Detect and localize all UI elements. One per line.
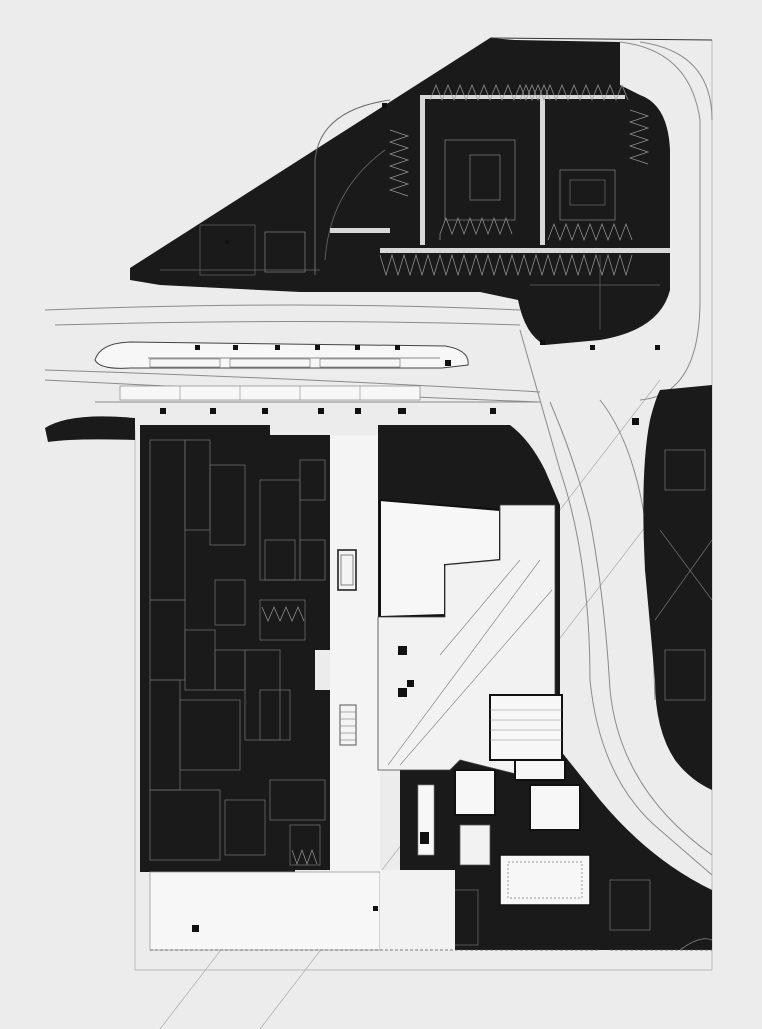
entry-bay bbox=[459, 824, 491, 866]
column bbox=[398, 646, 407, 655]
parking-lane bbox=[540, 95, 545, 245]
column bbox=[407, 680, 414, 687]
island-bay bbox=[229, 358, 311, 368]
escalator-steps bbox=[340, 711, 356, 741]
hall-small bbox=[514, 759, 566, 781]
platform-strip bbox=[119, 385, 421, 401]
bus-island bbox=[94, 341, 469, 369]
island-bay bbox=[149, 358, 221, 368]
west-block-stairs bbox=[261, 606, 318, 866]
lower-plaza bbox=[149, 871, 381, 951]
escalator bbox=[337, 549, 357, 591]
column bbox=[398, 688, 407, 697]
hall-small bbox=[499, 854, 591, 906]
parking-core bbox=[559, 169, 616, 221]
site-boundary bbox=[489, 37, 713, 41]
entry-bay bbox=[452, 889, 479, 946]
east-block-interior bbox=[609, 449, 713, 931]
hall-upper bbox=[489, 694, 563, 761]
east-block-lower bbox=[600, 800, 712, 950]
west-block bbox=[140, 425, 330, 872]
column bbox=[373, 906, 378, 911]
parking-core bbox=[444, 139, 516, 221]
central-concourse bbox=[330, 435, 380, 875]
column bbox=[192, 925, 199, 932]
plaza-strip bbox=[380, 870, 455, 950]
hall-upper-stairs bbox=[490, 709, 562, 741]
platform-dividers bbox=[179, 386, 361, 400]
parking-lane bbox=[330, 228, 390, 233]
escalator bbox=[339, 704, 357, 746]
plaza-strip bbox=[417, 784, 435, 856]
column bbox=[420, 832, 429, 844]
hall-small bbox=[529, 784, 581, 831]
parking-core bbox=[569, 179, 606, 206]
north-block-curve bbox=[324, 149, 386, 261]
street-markers bbox=[160, 103, 660, 425]
hall-small-inner bbox=[507, 861, 583, 899]
west-block-interior bbox=[149, 439, 326, 866]
parking-core bbox=[264, 231, 306, 273]
west-curved-building bbox=[45, 416, 135, 442]
diagonal-lines bbox=[387, 559, 553, 766]
parking-stall-markings bbox=[379, 84, 650, 277]
parking-core bbox=[199, 224, 256, 276]
road-lines bbox=[44, 41, 713, 876]
east-arc bbox=[679, 938, 713, 951]
parking-lane bbox=[380, 248, 670, 253]
island-bay bbox=[319, 358, 401, 368]
hall-small bbox=[454, 769, 496, 816]
escalator bbox=[340, 554, 354, 586]
parking-core bbox=[469, 154, 501, 201]
north-block-inner-edge bbox=[314, 99, 391, 275]
parking-lane bbox=[420, 95, 425, 245]
